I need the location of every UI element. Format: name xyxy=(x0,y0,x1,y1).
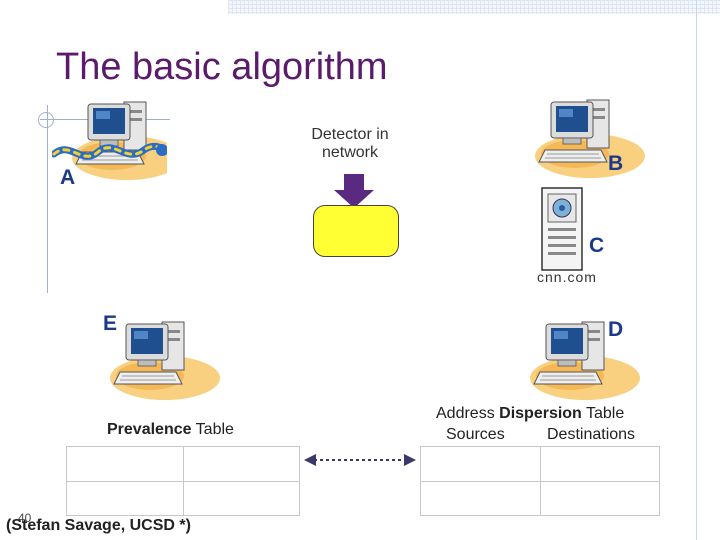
node-label-c: C xyxy=(589,234,605,257)
table-cell xyxy=(420,446,541,482)
detector-label-line1: Detector in xyxy=(311,126,389,143)
column-header-sources: Sources xyxy=(446,426,505,443)
dispersion-table xyxy=(420,446,660,516)
detector-label: Detector in network xyxy=(300,126,400,162)
decorative-grid xyxy=(228,0,720,14)
table-cell xyxy=(539,480,660,516)
double-arrow-icon xyxy=(304,454,416,466)
table-cell xyxy=(182,446,300,482)
table-cell xyxy=(182,480,300,516)
table-cell xyxy=(66,446,184,482)
dispersion-title-bold: Dispersion xyxy=(499,405,582,422)
dispersion-title-pre: Address xyxy=(436,405,500,422)
worm-icon xyxy=(52,142,167,160)
decorative-left-rule xyxy=(47,105,48,293)
prevalence-title-rest: Table xyxy=(191,421,234,438)
node-label-d: D xyxy=(608,318,624,341)
node-label-b: B xyxy=(608,152,624,175)
prevalence-table-title: Prevalence Table xyxy=(107,421,234,439)
prevalence-title-bold: Prevalence xyxy=(107,421,192,438)
table-row xyxy=(420,480,660,516)
table-cell xyxy=(420,480,541,516)
node-label-a: A xyxy=(60,166,76,189)
prevalence-table xyxy=(66,446,300,516)
decorative-vertical-rule xyxy=(696,0,697,540)
computer-icon-a xyxy=(52,101,167,181)
table-row xyxy=(66,446,300,482)
server-icon xyxy=(541,187,583,271)
table-cell xyxy=(539,446,660,482)
node-label-e: E xyxy=(103,312,118,335)
table-row xyxy=(66,480,300,516)
page-title: The basic algorithm xyxy=(56,46,388,88)
table-cell xyxy=(66,480,184,516)
detector-box xyxy=(313,205,399,257)
dispersion-title-rest: Table xyxy=(581,405,625,422)
server-domain: cnn.com xyxy=(537,269,597,285)
decorative-circle xyxy=(38,112,54,128)
column-header-destinations: Destinations xyxy=(547,426,636,443)
slide-number: 40 xyxy=(18,511,32,525)
computer-icon-b xyxy=(534,99,645,178)
arrow-down-icon xyxy=(334,174,374,208)
dispersion-table-title: Address Dispersion Table xyxy=(436,405,624,423)
computer-icon-e xyxy=(109,321,220,401)
table-row xyxy=(420,446,660,482)
detector-label-line2: network xyxy=(321,144,379,161)
citation: (Stefan Savage, UCSD *) xyxy=(6,517,191,534)
